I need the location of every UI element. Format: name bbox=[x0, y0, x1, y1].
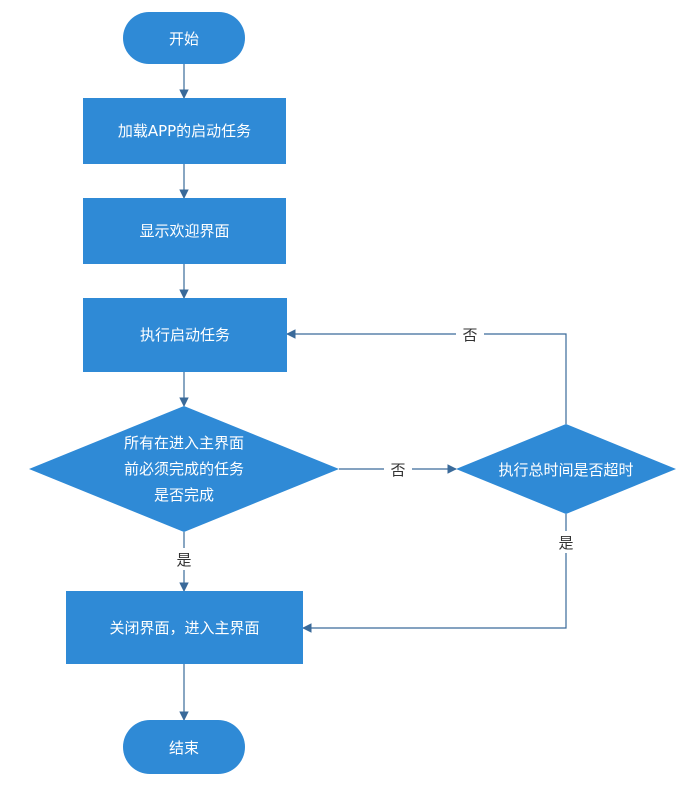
edge-timeout-to-run bbox=[286, 329, 567, 424]
nodes: 开始 加载APP的启动任务 显示欢迎界面 执行启动任务 所有在进入主界面 前必须… bbox=[29, 12, 676, 774]
node-end: 结束 bbox=[123, 720, 245, 774]
node-check-done: 所有在进入主界面 前必须完成的任务 是否完成 bbox=[29, 406, 339, 532]
node-check-timeout-label: 执行总时间是否超时 bbox=[498, 461, 633, 479]
node-run-tasks: 执行启动任务 bbox=[83, 298, 287, 372]
label-timeout-yes: 是 bbox=[558, 534, 573, 552]
node-end-label: 结束 bbox=[169, 739, 199, 757]
node-show-welcome-label: 显示欢迎界面 bbox=[139, 222, 229, 240]
edge-timeout-to-close bbox=[302, 514, 567, 633]
node-close-screen: 关闭界面，进入主界面 bbox=[66, 591, 303, 664]
label-timeout-no: 否 bbox=[462, 326, 477, 344]
node-check-done-line-1: 所有在进入主界面 bbox=[124, 434, 244, 452]
label-done-no: 否 bbox=[390, 461, 405, 479]
node-run-tasks-label: 执行启动任务 bbox=[140, 326, 230, 344]
node-show-welcome: 显示欢迎界面 bbox=[83, 198, 286, 264]
node-check-done-line-2: 前必须完成的任务 bbox=[124, 460, 244, 478]
node-start-label: 开始 bbox=[169, 30, 199, 48]
label-done-yes: 是 bbox=[176, 551, 191, 569]
node-load-tasks: 加载APP的启动任务 bbox=[83, 98, 286, 164]
node-close-screen-label: 关闭界面，进入主界面 bbox=[109, 619, 259, 637]
node-check-timeout: 执行总时间是否超时 bbox=[456, 424, 676, 514]
node-start: 开始 bbox=[123, 12, 245, 64]
node-check-done-line-3: 是否完成 bbox=[154, 486, 214, 504]
edge-labels: 否 是 否 是 bbox=[170, 323, 580, 570]
node-load-tasks-label: 加载APP的启动任务 bbox=[118, 122, 251, 140]
